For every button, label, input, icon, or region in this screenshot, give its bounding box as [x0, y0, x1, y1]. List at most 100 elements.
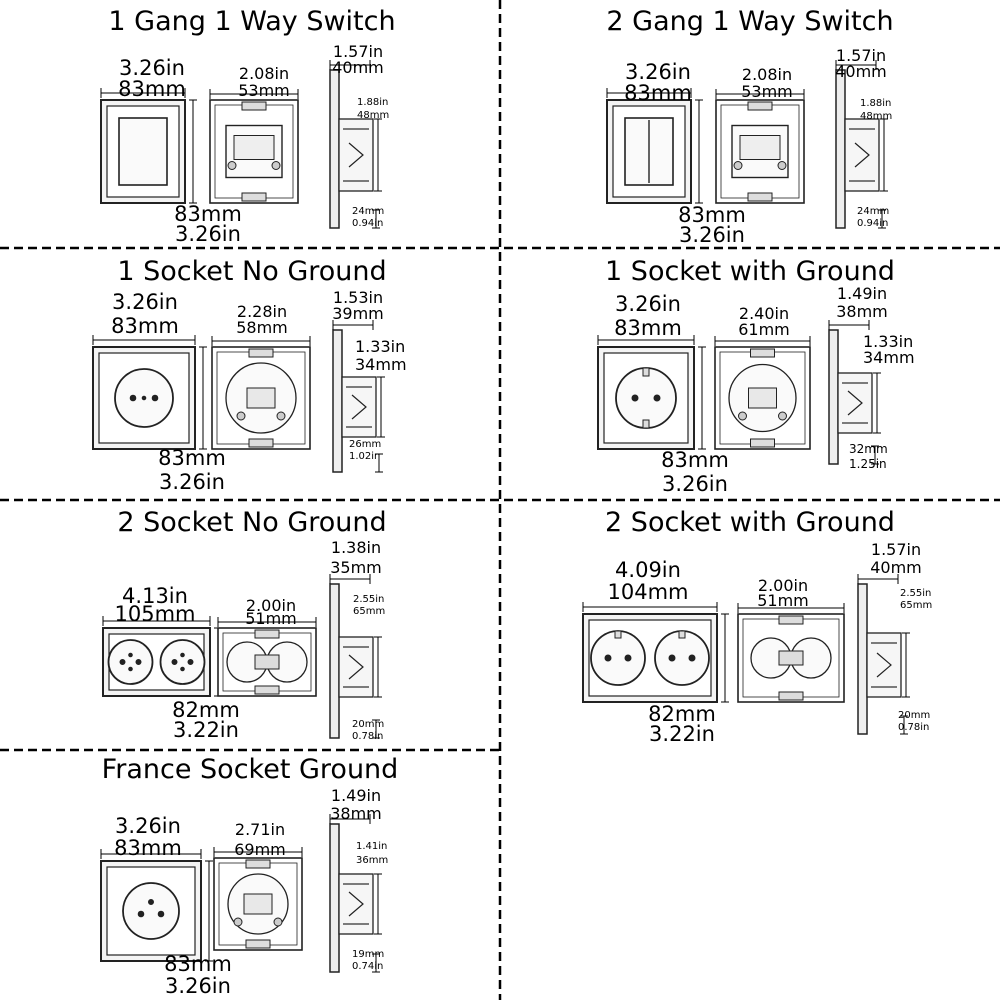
terminal-screw [733, 161, 743, 170]
inner-depth-mm: 36mm [356, 855, 389, 866]
terminal-block [778, 650, 804, 666]
panel-title: France Socket Ground [101, 754, 399, 785]
rocker [118, 117, 168, 186]
depth-inches: 1.38in [330, 538, 382, 557]
plate-width-mm: 105mm [114, 602, 196, 626]
inner-depth-inches: 2.55in [353, 594, 385, 605]
front-depth-mm: 24mm [352, 206, 385, 217]
plate-width-inches: 3.26in [119, 56, 185, 80]
panel-2 [606, 60, 888, 229]
panel-title: 1 Socket No Ground [117, 256, 387, 287]
panel-title: 2 Socket with Ground [605, 507, 895, 538]
pin-hole [151, 394, 159, 402]
terminal-screw [777, 161, 787, 170]
inner-depth-mm: 48mm [357, 110, 390, 121]
center-dot [180, 652, 185, 658]
mounting-ear [750, 438, 775, 448]
inner-depth-inches: 2.55in [900, 588, 932, 599]
plate-width-mm: 83mm [118, 77, 186, 101]
box-width-mm: 51mm [245, 609, 297, 628]
panel-7 [100, 814, 382, 973]
mounting-ear [248, 348, 274, 358]
plate-height-inches: 3.22in [173, 718, 239, 742]
box-width-mm: 69mm [234, 840, 286, 859]
plate-height-mm: 83mm [661, 448, 729, 472]
switch-contact [233, 135, 275, 160]
plate-width-inches: 3.26in [115, 814, 181, 838]
box-width-mm: 53mm [741, 82, 793, 101]
box-width-inches: 2.00in [757, 576, 809, 595]
inner-depth-mm: 65mm [900, 600, 933, 611]
ground-clip [614, 630, 622, 639]
terminal-block [246, 387, 276, 409]
plate-height-mm: 82mm [172, 698, 240, 722]
front-depth-mm: 24mm [857, 206, 890, 217]
pin-hole [631, 394, 639, 402]
plate-width-inches: 3.26in [112, 290, 178, 314]
side-body [338, 873, 374, 935]
depth-inches: 1.57in [332, 42, 384, 61]
box-width-mm: 51mm [757, 591, 809, 610]
pin-hole [119, 659, 126, 665]
depth-inches: 1.49in [836, 284, 888, 303]
inner-depth-inches: 1.88in [860, 98, 892, 109]
depth-inches: 1.49in [330, 786, 382, 805]
terminal-screw [271, 161, 281, 170]
terminal-block [254, 654, 280, 670]
panel-title: 2 Socket No Ground [117, 507, 387, 538]
center-dot [141, 395, 147, 401]
depth-mm: 35mm [330, 558, 382, 577]
mounting-ear [254, 629, 280, 639]
front-depth-mm: 26mm [349, 439, 382, 450]
panel-4 [597, 320, 881, 465]
side-body [837, 372, 873, 434]
side-plate [332, 329, 343, 473]
side-plate [329, 583, 340, 739]
front-depth-mm: 32mm [849, 442, 888, 456]
box-width-inches: 2.71in [234, 820, 286, 839]
socket-face [590, 630, 646, 686]
plate-height-inches: 3.26in [165, 974, 231, 998]
plate-width-mm: 104mm [607, 580, 689, 604]
plate-width-inches: 3.26in [615, 292, 681, 316]
center-dot [128, 666, 133, 672]
depth-mm: 38mm [330, 804, 382, 823]
mounting-ear [254, 685, 280, 695]
mounting-ear [248, 438, 274, 448]
front-depth-inches: 0.78in [352, 731, 384, 742]
panel-5 [102, 574, 382, 739]
plate-height-inches: 3.26in [679, 223, 745, 247]
ground-clip [642, 367, 650, 377]
depth-inches: 1.57in [870, 540, 922, 559]
side-plate [857, 583, 868, 735]
box-width-mm: 61mm [738, 320, 790, 339]
box-width-inches: 2.08in [238, 64, 290, 83]
box-width-mm: 58mm [236, 318, 288, 337]
ground-pin [148, 899, 154, 905]
side-clip [348, 891, 364, 917]
mounting-ear [241, 192, 267, 202]
pin-hole [604, 654, 612, 662]
mounting-ear [245, 859, 271, 869]
side-plate [329, 823, 340, 973]
front-depth-mm: 20mm [352, 719, 385, 730]
mounting-ear [245, 939, 271, 949]
inner-depth-inches: 1.33in [863, 332, 914, 351]
front-depth-inches: 1.02in [349, 451, 381, 462]
terminal-screw [227, 161, 237, 170]
plate-height-mm: 83mm [164, 952, 232, 976]
plate-width-inches: 4.13in [122, 584, 188, 608]
pin-hole [668, 654, 676, 662]
depth-mm: 40mm [870, 558, 922, 577]
plate-width-inches: 3.26in [625, 60, 691, 84]
plate-width-mm: 83mm [114, 836, 182, 860]
side-plate [828, 329, 839, 465]
side-clip [348, 142, 364, 168]
side-plate [835, 69, 846, 229]
terminal-block [748, 387, 777, 409]
plate-height-mm: 83mm [174, 202, 242, 226]
panel-title: 2 Gang 1 Way Switch [606, 6, 894, 37]
plate-height-inches: 3.26in [175, 222, 241, 246]
